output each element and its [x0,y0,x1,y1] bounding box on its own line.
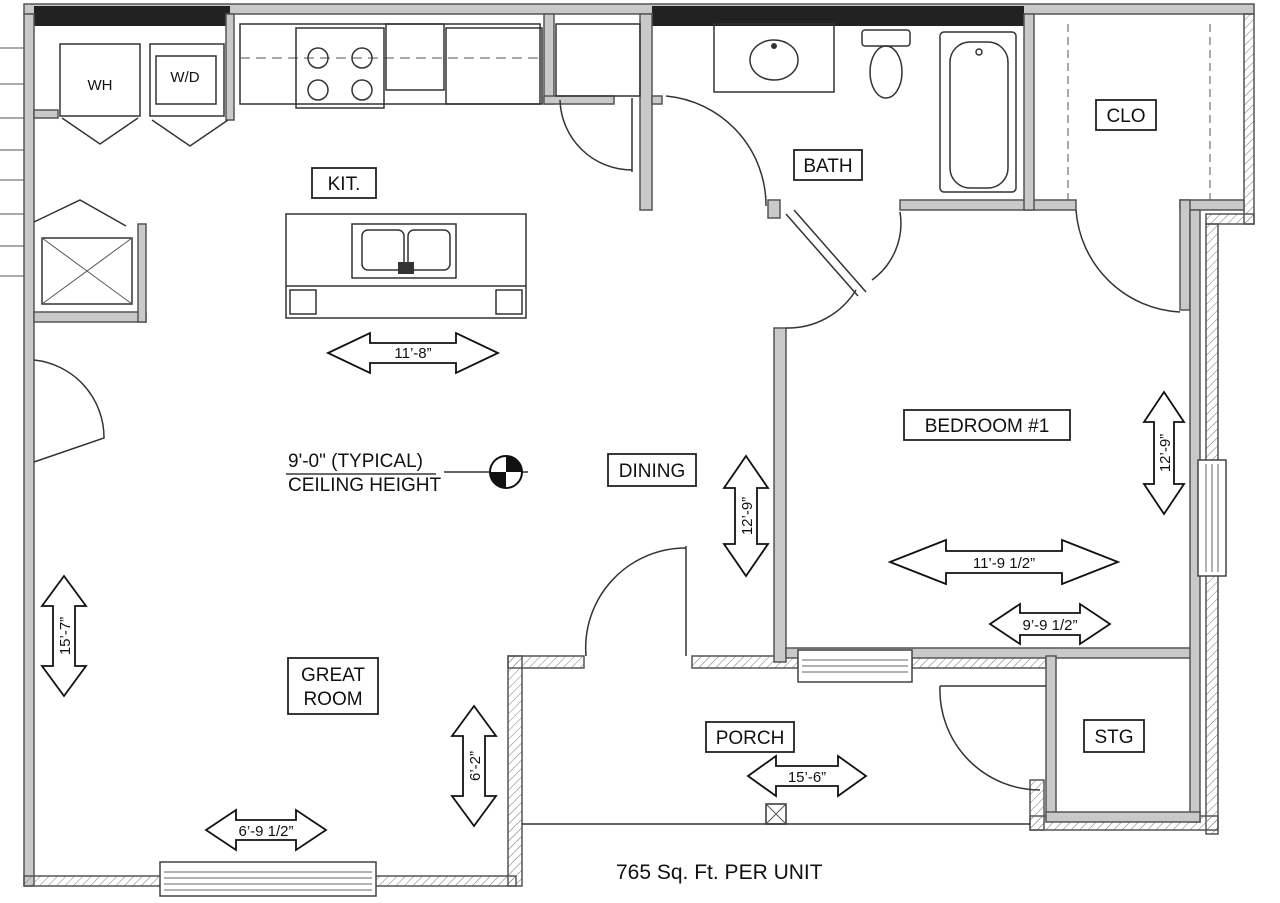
dim-porch-width: 15’-6” [788,769,826,786]
label-great-room-1: GREAT [301,665,365,686]
label-closet: CLO [1106,106,1145,127]
ceiling-height-marker-icon [444,455,528,489]
dimension-arrows: 11’-8” 11’-9 1/2” 9’-9 1/2” 15’-6” 6’-9 … [40,331,1186,852]
label-dining: DINING [619,461,686,482]
label-kitchen: KIT. [328,174,361,195]
interior-walls [33,13,1245,823]
kitchen-island [285,213,527,319]
windows [0,47,1227,897]
ceiling-note-line1: 9'-0" (TYPICAL) [288,451,423,472]
label-storage: STG [1094,727,1133,748]
label-porch: PORCH [716,728,785,749]
dim-kitchen-width: 11’-8” [394,345,431,362]
dim-bedroom-width: 11’-9 1/2” [973,555,1035,572]
room-labels: WH W/D KIT. BATH CLO BEDROOM #1 DINING G… [88,69,1157,753]
label-bedroom: BEDROOM #1 [925,416,1050,437]
kitchen-counters [239,23,641,109]
dim-bedroom-width-2: 9’-9 1/2” [1022,617,1077,634]
label-wh: WH [88,77,113,94]
bath-fixtures [713,23,1211,200]
area-label: 765 Sq. Ft. PER UNIT [616,861,823,884]
dim-great-room-depth: 15’-7” [57,617,74,655]
label-great-room-2: ROOM [303,689,362,710]
exterior-walls [23,3,1255,887]
dim-entry-width: 6’-9 1/2” [238,823,293,840]
washer-heater [33,43,229,305]
dim-entry-depth: 6’-2” [467,751,484,781]
label-wd: W/D [170,69,199,86]
doors [33,95,1181,825]
label-bath: BATH [803,156,852,177]
dim-dining-depth: 12’-9” [739,497,756,535]
ceiling-note-line2: CEILING HEIGHT [288,475,441,496]
dim-bedroom-depth: 12’-9” [1157,434,1174,472]
